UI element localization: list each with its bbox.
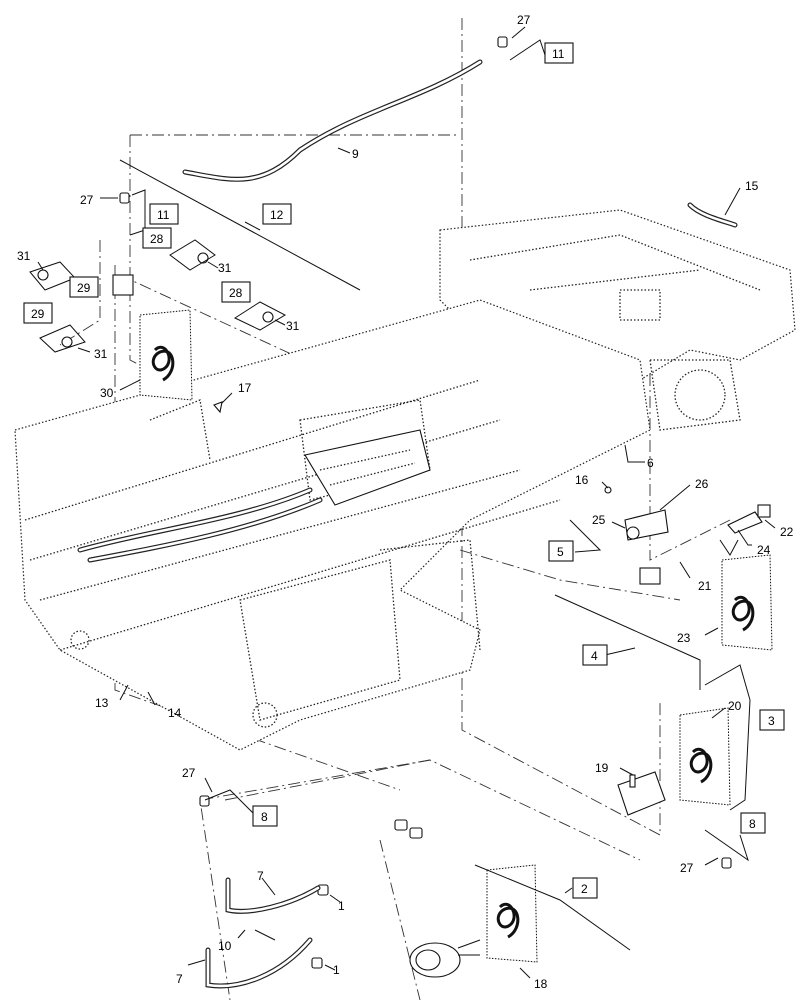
callout-9: 9 bbox=[352, 147, 359, 161]
callout-31b: 31 bbox=[218, 261, 232, 275]
callout-23: 23 bbox=[677, 631, 691, 645]
callout-7a: 7 bbox=[257, 869, 264, 883]
callout-16: 16 bbox=[575, 473, 589, 487]
callout-31d: 31 bbox=[94, 347, 108, 361]
leader-lines bbox=[29, 26, 776, 979]
callout-10: 10 bbox=[218, 939, 232, 953]
callout-1b: 1 bbox=[333, 963, 340, 977]
kit-bag-30 bbox=[139, 309, 193, 401]
box-callout-3-text: 3 bbox=[768, 714, 775, 728]
boxed-callouts: 2 3 4 5 8 8 11 11 bbox=[23, 42, 785, 899]
box-callout-29b-text: 29 bbox=[31, 307, 45, 321]
control-cable bbox=[182, 59, 483, 182]
callout-19: 19 bbox=[595, 761, 609, 775]
gearbox bbox=[304, 429, 431, 506]
callout-17: 17 bbox=[238, 381, 252, 395]
callout-21: 21 bbox=[698, 579, 712, 593]
box-callout-8a: 8 bbox=[252, 805, 278, 827]
box-callout-2-text: 2 bbox=[581, 882, 588, 896]
callout-7b: 7 bbox=[176, 972, 183, 986]
callout-30: 30 bbox=[100, 386, 114, 400]
box-callout-5: 5 bbox=[548, 540, 574, 562]
box-callout-11b-text: 11 bbox=[157, 208, 170, 222]
box-callout-8b-text: 8 bbox=[749, 817, 756, 831]
box-callout-2: 2 bbox=[572, 877, 598, 899]
box-callout-29a-text: 29 bbox=[77, 281, 91, 295]
box-callout-29b: 29 bbox=[23, 302, 53, 324]
box-callout-11b: 11 bbox=[149, 203, 179, 225]
box-callout-4: 4 bbox=[582, 644, 608, 666]
callout-13: 13 bbox=[95, 696, 109, 710]
box-callout-28a-text: 28 bbox=[150, 232, 164, 246]
box-callout-11a-text: 11 bbox=[552, 47, 565, 61]
callout-labels: 1 1 6 7 7 9 10 13 14 15 16 17 18 19 20 2… bbox=[17, 13, 794, 991]
kit-bag-23 bbox=[721, 554, 773, 651]
callout-26: 26 bbox=[695, 477, 709, 491]
box-callout-4-text: 4 bbox=[591, 649, 598, 663]
callout-1a: 1 bbox=[338, 899, 345, 913]
box-callout-5-text: 5 bbox=[557, 545, 564, 559]
main-frame bbox=[14, 299, 651, 751]
box-callout-28b-text: 28 bbox=[229, 286, 243, 300]
kit-bags bbox=[139, 309, 773, 963]
box-callout-8a-text: 8 bbox=[261, 810, 268, 824]
lower-hoses bbox=[205, 877, 321, 989]
small-parts bbox=[37, 36, 771, 978]
callout-6: 6 bbox=[647, 456, 654, 470]
box-callout-11a: 11 bbox=[544, 42, 574, 64]
box-callout-3: 3 bbox=[759, 709, 785, 731]
callout-20: 20 bbox=[728, 699, 742, 713]
callout-18: 18 bbox=[534, 977, 548, 991]
box-callout-12-text: 12 bbox=[270, 208, 284, 222]
callout-14: 14 bbox=[168, 706, 182, 720]
frame-hoses bbox=[77, 487, 323, 563]
callout-27b: 27 bbox=[80, 193, 94, 207]
callout-24: 24 bbox=[757, 543, 771, 557]
box-callout-8b: 8 bbox=[740, 812, 766, 834]
box-callout-29a: 29 bbox=[69, 276, 99, 298]
callout-27a: 27 bbox=[517, 13, 531, 27]
kit-bag-18 bbox=[486, 864, 538, 963]
kit-bag-20 bbox=[679, 707, 731, 806]
callout-27d: 27 bbox=[680, 861, 694, 875]
box-callout-12: 12 bbox=[262, 203, 292, 225]
callout-22: 22 bbox=[780, 525, 794, 539]
box-callout-28a: 28 bbox=[142, 227, 172, 249]
callout-31c: 31 bbox=[286, 319, 300, 333]
callout-31a: 31 bbox=[17, 249, 31, 263]
callout-15: 15 bbox=[745, 179, 759, 193]
callout-27c: 27 bbox=[182, 766, 196, 780]
box-callout-28b: 28 bbox=[221, 281, 251, 303]
callout-25: 25 bbox=[592, 513, 606, 527]
